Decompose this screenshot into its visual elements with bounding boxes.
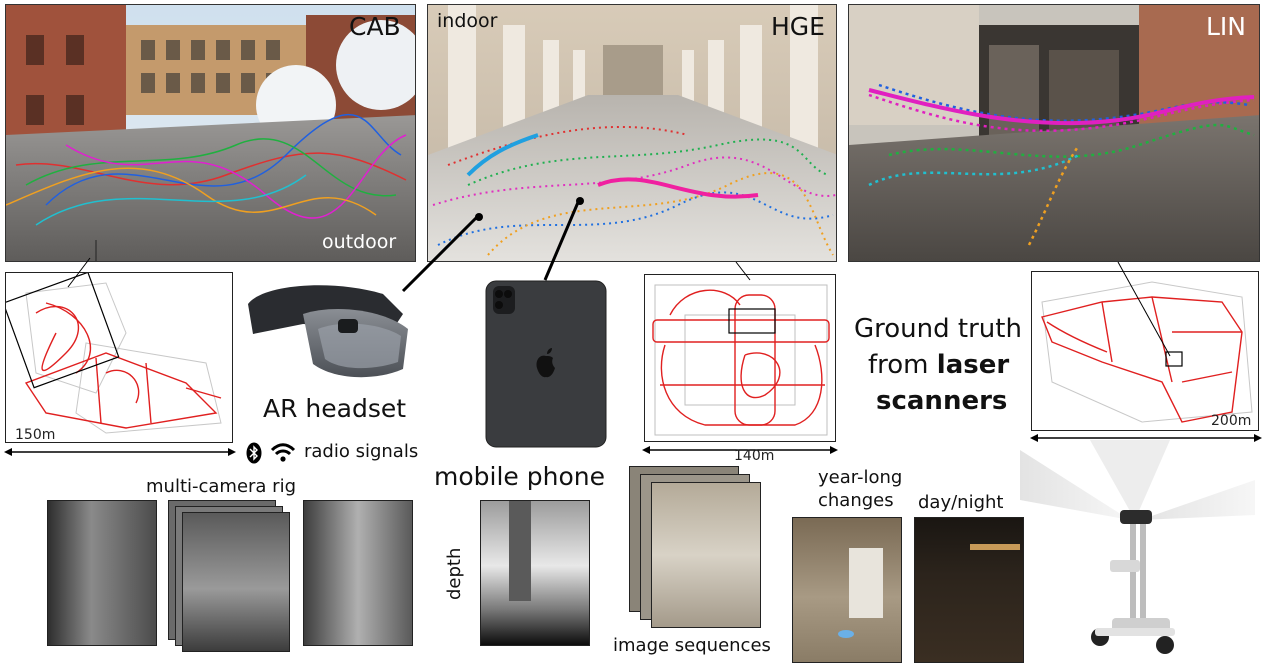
day-night-label: day/night <box>918 492 1004 513</box>
lin-scene-photo <box>848 4 1260 262</box>
ground-truth-scanners: scanners <box>876 386 1008 416</box>
hge-map <box>644 274 836 442</box>
lin-map <box>1031 271 1259 431</box>
cab-scale-arrow <box>4 448 236 456</box>
ar-headset-label: AR headset <box>263 394 407 423</box>
year-long-image <box>792 517 902 663</box>
rig-image-center <box>182 512 290 652</box>
mobile-phone-label: mobile phone <box>434 462 605 491</box>
sequence-image-front <box>651 482 761 628</box>
hge-indoor-tag: indoor <box>437 10 498 32</box>
ground-truth-line2: from laser <box>868 350 1009 380</box>
cab-outdoor-tag: outdoor <box>322 231 397 253</box>
multi-camera-rig-label: multi-camera rig <box>146 476 297 497</box>
cab-scene-photo <box>5 4 416 262</box>
ground-truth-line1: Ground truth <box>854 314 1022 344</box>
hge-scene-photo <box>427 4 837 262</box>
bluetooth-icon <box>246 442 262 464</box>
ground-truth-laser: laser <box>936 350 1010 380</box>
ground-truth-from: from <box>868 350 937 380</box>
laser-scanner-robot-image <box>1020 440 1255 654</box>
lin-scene-title: LIN <box>1206 12 1247 41</box>
radio-signals-label: radio signals <box>304 441 419 462</box>
lin-scale-arrow <box>1030 434 1262 442</box>
hge-scene-title: HGE <box>771 12 825 41</box>
cab-map <box>5 272 233 443</box>
year-long-label-1: year-long <box>818 467 903 488</box>
ar-headset-image <box>248 285 408 378</box>
depth-image <box>480 500 590 646</box>
hge-scale-arrow <box>642 446 838 454</box>
hge-map-scale: 140m <box>734 448 775 464</box>
wifi-icon <box>270 443 296 463</box>
image-sequences-label: image sequences <box>613 635 771 656</box>
rig-image-left <box>47 500 157 646</box>
year-long-label-2: changes <box>818 490 894 511</box>
mobile-phone-image <box>485 280 607 448</box>
day-night-image <box>914 517 1024 663</box>
rig-image-right <box>303 500 413 646</box>
ground-truth-line3: scanners <box>876 386 1007 416</box>
cab-map-scale: 150m <box>15 427 56 443</box>
depth-label: depth <box>444 547 465 600</box>
cab-scene-title: CAB <box>349 12 401 41</box>
lin-map-scale: 200m <box>1211 413 1252 429</box>
